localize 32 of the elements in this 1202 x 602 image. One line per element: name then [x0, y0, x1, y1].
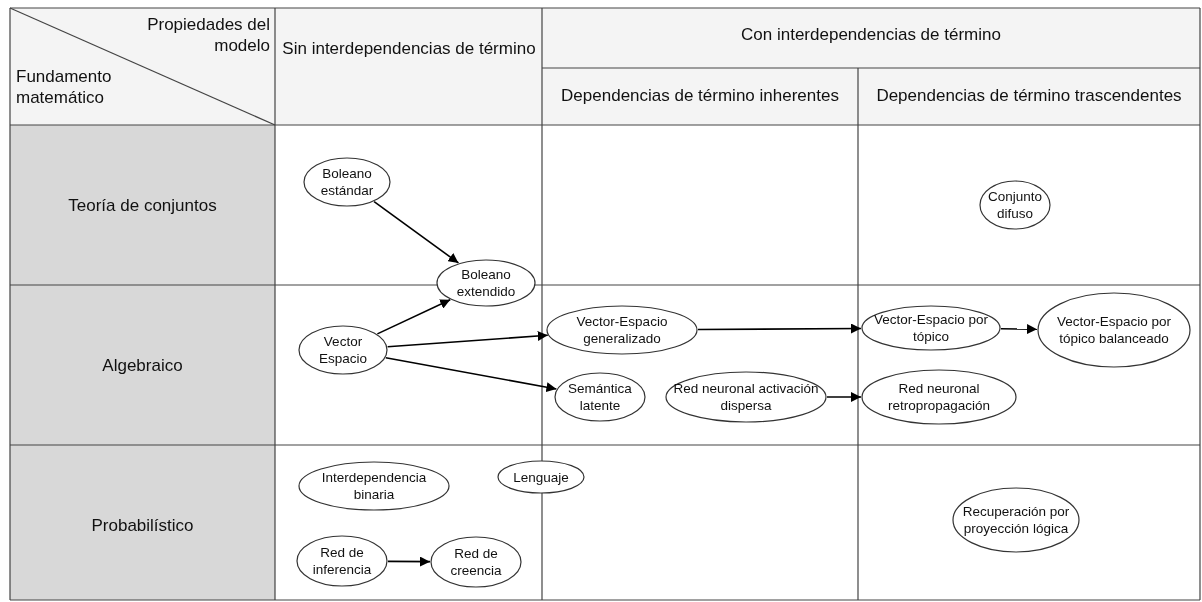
model-ellipse: Red neuronal retropropagación — [861, 369, 1017, 425]
arrow — [826, 392, 862, 402]
model-ellipse: Vector-Espacio generalizado — [546, 305, 698, 355]
model-ellipse: Red de inferencia — [296, 535, 388, 587]
row-axis-label: Fundamento matemático — [16, 66, 113, 109]
column-header: Dependencias de término trascendentes — [875, 84, 1183, 107]
row-header: Algebraico — [101, 354, 184, 377]
arrow — [386, 331, 549, 348]
arrow — [376, 298, 452, 335]
model-ellipse: Recuperación por proyección lógica — [952, 487, 1080, 553]
model-ellipse: Boleano estándar — [303, 157, 391, 207]
model-ellipse: Lenguaje — [497, 460, 585, 494]
model-ellipse: Vector Espacio — [298, 325, 388, 375]
arrow — [697, 323, 862, 334]
column-header: Sin interdependencias de término — [281, 38, 537, 60]
row-header: Teoría de conjuntos — [67, 194, 218, 217]
column-header: Dependencias de término inherentes — [560, 84, 840, 107]
row-header: Probabilístico — [90, 514, 195, 537]
model-ellipse: Red de creencia — [430, 536, 522, 588]
column-header: Con interdependencias de término — [740, 23, 1002, 46]
model-ellipse: Vector-Espacio por tópico — [861, 305, 1001, 351]
model-ellipse: Interdependencia binaria — [298, 461, 450, 511]
arrow — [387, 556, 431, 567]
model-ellipse: Conjunto difuso — [979, 180, 1051, 230]
model-ellipse: Vector-Espacio por tópico balanceado — [1037, 292, 1191, 368]
arrow — [1000, 324, 1038, 335]
model-ellipse: Red neuronal activación dispersa — [665, 371, 827, 423]
column-axis-label: Propiedades del modelo — [146, 14, 270, 57]
model-ellipse: Semántica latente — [554, 372, 646, 422]
arrow — [373, 200, 460, 264]
model-ellipse: Boleano extendido — [436, 259, 536, 307]
arrow — [384, 357, 558, 393]
